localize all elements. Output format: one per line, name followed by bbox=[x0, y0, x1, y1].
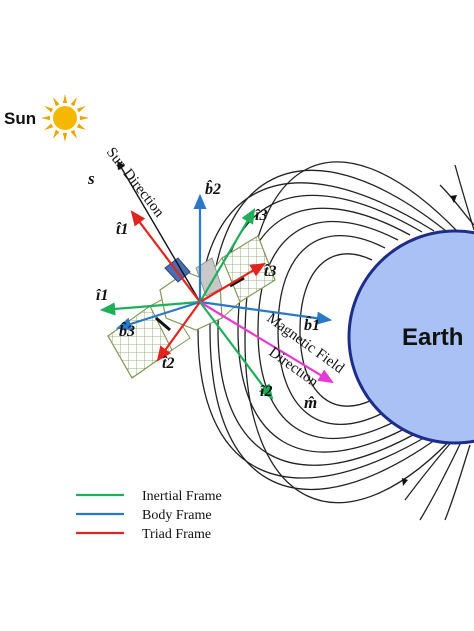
t2-vector bbox=[156, 301, 201, 362]
sun-ray bbox=[44, 123, 54, 130]
field-line bbox=[197, 182, 435, 479]
field-line bbox=[237, 207, 411, 453]
sun-ray bbox=[79, 115, 89, 121]
sun-icon bbox=[53, 106, 77, 130]
sun-label: Sun bbox=[4, 109, 36, 128]
field-line bbox=[419, 439, 463, 521]
frame-vectors bbox=[99, 160, 334, 400]
field-line bbox=[257, 220, 399, 440]
legend-item-body: Body Frame bbox=[76, 508, 212, 523]
sun-direction-label: Sun Direction bbox=[103, 145, 167, 221]
field-line bbox=[244, 161, 459, 504]
magnetic-field-lines bbox=[197, 161, 474, 521]
sun-ray bbox=[76, 106, 86, 113]
m-vector bbox=[199, 301, 334, 384]
sun-ray bbox=[76, 123, 86, 130]
legend: Inertial Frame Body Frame Triad Frame bbox=[76, 489, 222, 542]
field-line bbox=[454, 164, 474, 231]
i1-vector bbox=[99, 300, 201, 316]
sun-ray bbox=[70, 97, 77, 107]
sun-ray bbox=[53, 129, 60, 139]
field-line bbox=[299, 253, 373, 407]
legend-item-inertial: Inertial Frame bbox=[76, 489, 222, 504]
t3-label: t̂3 bbox=[264, 263, 276, 280]
earth-globe bbox=[347, 229, 474, 445]
field-line bbox=[444, 444, 471, 521]
legend-label: Inertial Frame bbox=[142, 489, 222, 504]
t3-vector bbox=[199, 262, 266, 303]
vector-labels: s t̂1 b̂2 î3 t̂3 î1 b̂1 b̂3 t̂2 m̂ î2 bbox=[87, 169, 320, 412]
i2-vector bbox=[199, 301, 274, 400]
sun-ray bbox=[62, 94, 68, 104]
earth: Earth bbox=[347, 229, 474, 445]
field-line bbox=[277, 235, 386, 425]
b3-vector bbox=[115, 300, 201, 331]
sun-ray bbox=[44, 106, 54, 113]
t1-vector bbox=[130, 210, 201, 303]
m-label: m̂ bbox=[304, 393, 317, 412]
sun-ray bbox=[53, 97, 60, 107]
field-line bbox=[209, 169, 447, 491]
sun-ray bbox=[70, 129, 77, 139]
solar-panel-lower bbox=[107, 297, 191, 379]
spacecraft-body bbox=[155, 257, 245, 332]
t1-label: t̂1 bbox=[116, 221, 128, 238]
b1-label: b̂1 bbox=[304, 315, 320, 334]
sun-ray bbox=[41, 115, 51, 121]
sun: Sun bbox=[4, 94, 89, 142]
b3-label: b̂3 bbox=[119, 321, 135, 340]
sun-ray bbox=[62, 132, 68, 142]
i1-label: î1 bbox=[96, 287, 108, 304]
legend-label: Triad Frame bbox=[142, 527, 211, 542]
t2-label: t̂2 bbox=[162, 355, 174, 372]
i2-label: î2 bbox=[260, 383, 272, 400]
i3-vector bbox=[199, 208, 256, 303]
field-line bbox=[217, 194, 423, 466]
legend-label: Body Frame bbox=[142, 508, 212, 523]
sun-rays-icon bbox=[41, 94, 89, 142]
b1-vector bbox=[199, 300, 333, 325]
legend-item-triad: Triad Frame bbox=[76, 527, 211, 542]
earth-label: Earth bbox=[402, 324, 463, 351]
sun-direction-vector bbox=[117, 160, 201, 303]
b2-label: b̂2 bbox=[205, 179, 221, 198]
i3-label: î3 bbox=[255, 207, 267, 224]
s-label: s bbox=[87, 169, 95, 188]
